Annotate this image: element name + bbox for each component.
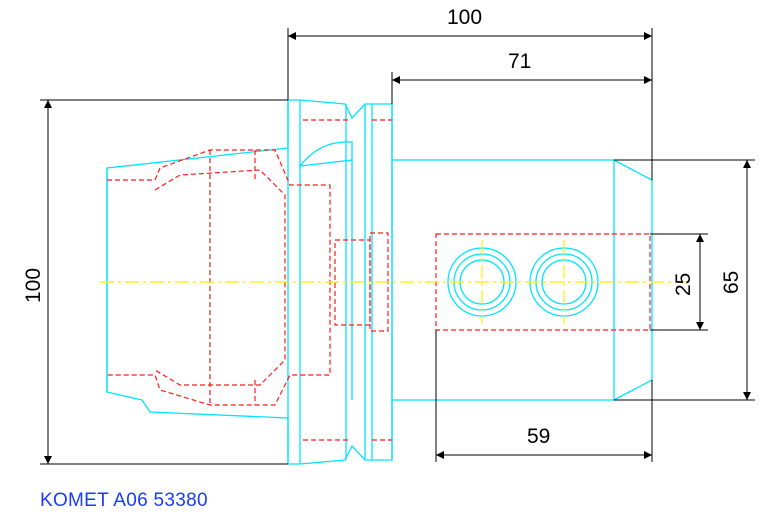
- dim-hole-spacing: 25: [672, 273, 695, 296]
- part-number-caption: KOMET A06 53380: [40, 490, 208, 511]
- dim-overall-length: 100: [447, 6, 482, 29]
- dim-flange-diameter: 100: [22, 268, 45, 303]
- hidden-lines: [107, 119, 651, 441]
- dim-shank-length: 71: [508, 50, 531, 73]
- dim-shank-width: 65: [720, 271, 743, 294]
- dimension-lines: [40, 28, 755, 465]
- dim-clamp-length: 59: [527, 425, 550, 448]
- center-lines: [100, 240, 690, 324]
